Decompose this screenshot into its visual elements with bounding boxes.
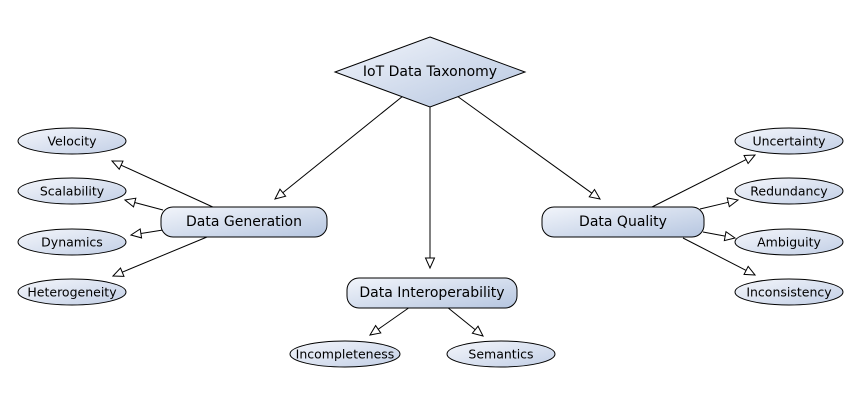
- root-diamond-shape: [333, 36, 527, 108]
- leaf-semantics-label: Semantics: [468, 347, 533, 362]
- leaf-incompleteness: Incompleteness: [289, 340, 401, 368]
- arrowhead-generation-dynamics: [129, 228, 143, 239]
- category-data-quality: Data Quality: [541, 206, 705, 238]
- leaf-velocity: Velocity: [17, 127, 127, 155]
- arrowheads: [110, 154, 757, 337]
- leaf-semantics-shape: [446, 340, 556, 368]
- category-generation-label: Data Generation: [186, 214, 302, 230]
- leaf-heterogeneity-shape: [17, 278, 127, 306]
- leaf-ambiguity-label: Ambiguity: [757, 235, 821, 250]
- arrowhead-root-quality: [588, 188, 601, 200]
- leaf-uncertainty-label: Uncertainty: [752, 134, 826, 149]
- leaf-scalability-shape: [17, 177, 127, 205]
- category-quality-shape: [541, 206, 705, 238]
- edge-interop-semantics: [446, 306, 476, 331]
- leaf-incompleteness-shape: [289, 340, 401, 368]
- edge-quality-uncertainty: [651, 159, 747, 208]
- arrowhead-quality-ambiguity: [723, 230, 737, 242]
- leaf-incompleteness-label: Incompleteness: [296, 347, 395, 362]
- leaf-dynamics: Dynamics: [17, 228, 127, 256]
- edge-root-quality: [456, 95, 593, 194]
- leaf-heterogeneity: Heterogeneity: [17, 278, 127, 306]
- category-data-interoperability: Data Interoperability: [346, 277, 518, 309]
- arrowhead-generation-heterogeneity: [111, 267, 125, 277]
- category-interoperability-shape: [346, 277, 518, 309]
- category-interoperability-label: Data Interoperability: [359, 285, 504, 301]
- leaf-dynamics-shape: [17, 228, 127, 256]
- arrowhead-generation-scalability: [123, 197, 137, 208]
- leaf-inconsistency: Inconsistency: [734, 278, 844, 306]
- edge-generation-dynamics: [140, 229, 164, 234]
- arrowhead-quality-uncertainty: [743, 154, 757, 165]
- root-label: IoT Data Taxonomy: [363, 64, 497, 80]
- leaf-dynamics-label: Dynamics: [41, 235, 103, 250]
- edge-root-generation: [282, 95, 404, 194]
- edge-generation-scalability: [134, 202, 164, 211]
- root-node: IoT Data Taxonomy: [333, 36, 527, 108]
- leaf-scalability-label: Scalability: [40, 184, 105, 199]
- leaf-heterogeneity-label: Heterogeneity: [27, 285, 117, 300]
- arrowhead-root-interoperability: [424, 257, 436, 270]
- edge-quality-ambiguity: [702, 231, 726, 237]
- leaf-velocity-label: Velocity: [47, 134, 97, 149]
- edge-quality-redundancy: [699, 201, 729, 210]
- leaf-ambiguity: Ambiguity: [734, 228, 844, 256]
- leaf-uncertainty: Uncertainty: [734, 127, 844, 155]
- leaf-uncertainty-shape: [734, 127, 844, 155]
- leaf-semantics: Semantics: [446, 340, 556, 368]
- leaf-redundancy: Redundancy: [734, 177, 844, 205]
- edge-generation-velocity: [120, 164, 216, 209]
- leaf-scalability: Scalability: [17, 177, 127, 205]
- edges: [120, 95, 747, 331]
- arrowhead-quality-redundancy: [726, 197, 740, 208]
- edge-generation-heterogeneity: [122, 236, 208, 273]
- arrowhead-interop-incompleteness: [369, 324, 382, 336]
- leaf-inconsistency-label: Inconsistency: [746, 285, 832, 300]
- category-generation-shape: [160, 206, 328, 238]
- arrowhead-generation-velocity: [110, 160, 124, 171]
- edge-quality-inconsistency: [682, 237, 747, 271]
- arrowhead-quality-inconsistency: [743, 265, 757, 276]
- leaf-redundancy-label: Redundancy: [750, 184, 828, 199]
- category-quality-label: Data Quality: [579, 214, 667, 230]
- leaf-inconsistency-shape: [734, 278, 844, 306]
- leaf-velocity-shape: [17, 127, 127, 155]
- category-data-generation: Data Generation: [160, 206, 328, 238]
- leaf-ambiguity-shape: [734, 228, 844, 256]
- arrowhead-interop-semantics: [471, 325, 484, 337]
- arrowhead-root-generation: [274, 188, 287, 200]
- edge-interop-incompleteness: [377, 306, 411, 330]
- leaf-redundancy-shape: [734, 177, 844, 205]
